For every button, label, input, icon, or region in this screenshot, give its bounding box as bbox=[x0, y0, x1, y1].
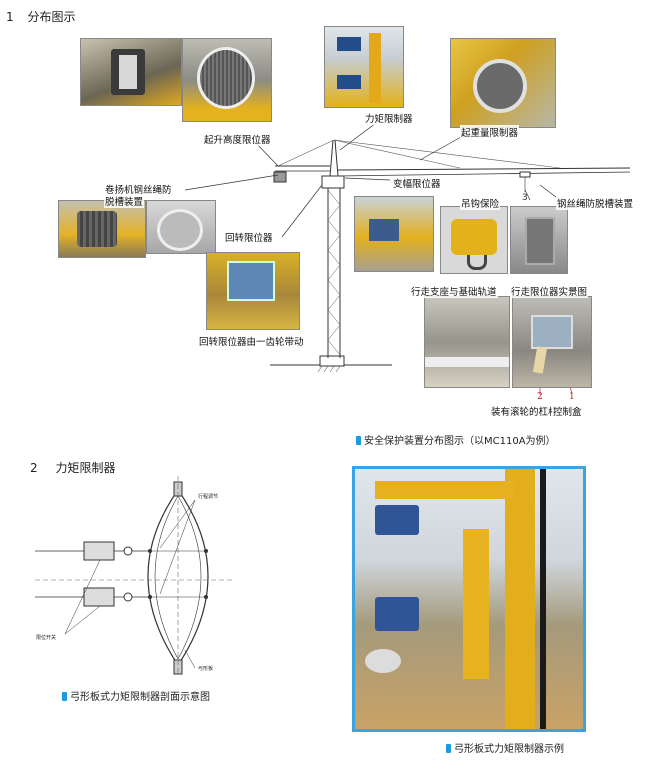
label-lift-weight-limiter: 起重量限制器 bbox=[460, 125, 520, 139]
label-hoist-height-limiter: 起升高度限位器 bbox=[203, 132, 272, 146]
travel-support-photo bbox=[424, 296, 510, 388]
label-control-box: 控制盒 bbox=[552, 404, 583, 418]
label-hook-protection: 吊钩保险 bbox=[460, 196, 501, 210]
travel-limiter-photo bbox=[512, 296, 592, 388]
section-2-heading: 2 力矩限制器 bbox=[30, 459, 115, 476]
luffing-limiter-photo bbox=[354, 196, 434, 272]
slewing-limiter-photo bbox=[206, 252, 300, 330]
label-roller-lever: 装有滚轮的杠杆 bbox=[490, 404, 559, 418]
caption-marker-icon bbox=[356, 436, 361, 445]
label-winch-rope-guard-2: 脱槽装置 bbox=[104, 194, 145, 208]
section-1-heading: 1 分布图示 bbox=[6, 8, 75, 25]
label-luffing-limiter: 变幅限位器 bbox=[392, 176, 442, 190]
section-number: 1 bbox=[6, 10, 14, 24]
caption-marker-icon bbox=[446, 744, 451, 753]
label-travel-limiter-photo: 行走限位器实景图 bbox=[510, 284, 589, 298]
svg-text:3: 3 bbox=[522, 193, 528, 203]
label-bow-plate: 弓形板 bbox=[198, 666, 214, 672]
label-limit-switch: 限位开关 bbox=[36, 635, 57, 641]
caption-example-photo: 弓形板式力矩限制器示例 bbox=[446, 740, 564, 755]
hook-photo bbox=[440, 206, 508, 274]
rope-guard-photo bbox=[510, 206, 568, 274]
lift-weight-limiter-photo bbox=[450, 38, 556, 128]
winch-guard-photo-2 bbox=[146, 200, 216, 254]
label-travel-support-track: 行走支座与基础轨道 bbox=[410, 284, 498, 298]
label-rope-anti-groove: 钢丝绳防脱槽装置 bbox=[556, 196, 635, 210]
section-title: 力矩限制器 bbox=[55, 461, 116, 475]
caption-section-view: 弓形板式力矩限制器剖面示意图 bbox=[62, 688, 210, 703]
label-adjust-screw: 行程调节 bbox=[198, 494, 219, 500]
moment-limiter-photo bbox=[324, 26, 404, 108]
label-winch-rope-guard-1: 卷扬机钢丝绳防 bbox=[104, 182, 173, 196]
label-slewing-limiter: 回转限位器 bbox=[224, 230, 274, 244]
marker-2: 2 bbox=[537, 392, 543, 402]
winch-photo-2 bbox=[182, 38, 272, 122]
marker-1: 1 bbox=[569, 392, 575, 402]
section-title: 分布图示 bbox=[27, 10, 76, 24]
section-number: 2 bbox=[30, 461, 38, 475]
moment-limiter-example-photo bbox=[352, 466, 586, 732]
caption-marker-icon bbox=[62, 692, 67, 701]
label-slewing-gear-driven: 回转限位器由一齿轮带动 bbox=[198, 334, 305, 348]
winch-guard-photo-1 bbox=[58, 200, 146, 258]
caption-distribution: 安全保护装置分布图示（以MC110A为例） bbox=[356, 432, 556, 447]
winch-photo-1 bbox=[80, 38, 182, 106]
label-moment-limiter: 力矩限制器 bbox=[364, 111, 414, 125]
bow-plate-section-diagram bbox=[35, 476, 232, 676]
